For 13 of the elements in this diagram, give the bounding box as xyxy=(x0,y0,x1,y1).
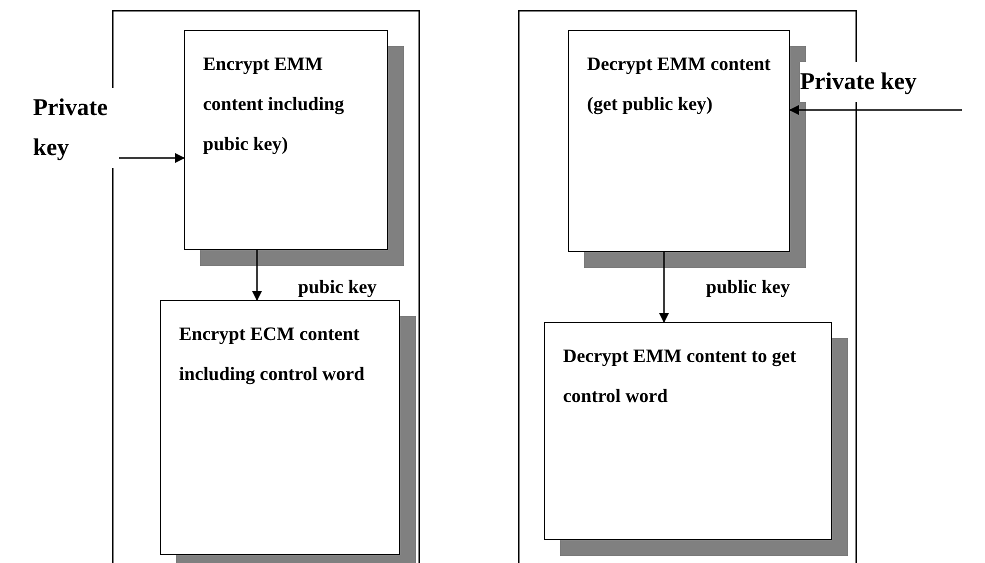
arrow xyxy=(252,250,262,301)
step-text: Decrypt EMM content to get control word xyxy=(563,345,798,409)
process-box xyxy=(568,30,790,252)
step-text: Encrypt ECM content including control word xyxy=(179,323,366,387)
arrow xyxy=(789,105,962,115)
arrow xyxy=(119,153,185,163)
arrow xyxy=(659,252,669,323)
panel-frame xyxy=(112,10,420,563)
process-box xyxy=(160,300,400,555)
process-box xyxy=(544,322,832,540)
step-text: Decrypt EMM content (get public key) xyxy=(587,53,771,117)
process-box xyxy=(184,30,388,250)
step-text: Encrypt EMM content including pubic key) xyxy=(203,53,345,157)
